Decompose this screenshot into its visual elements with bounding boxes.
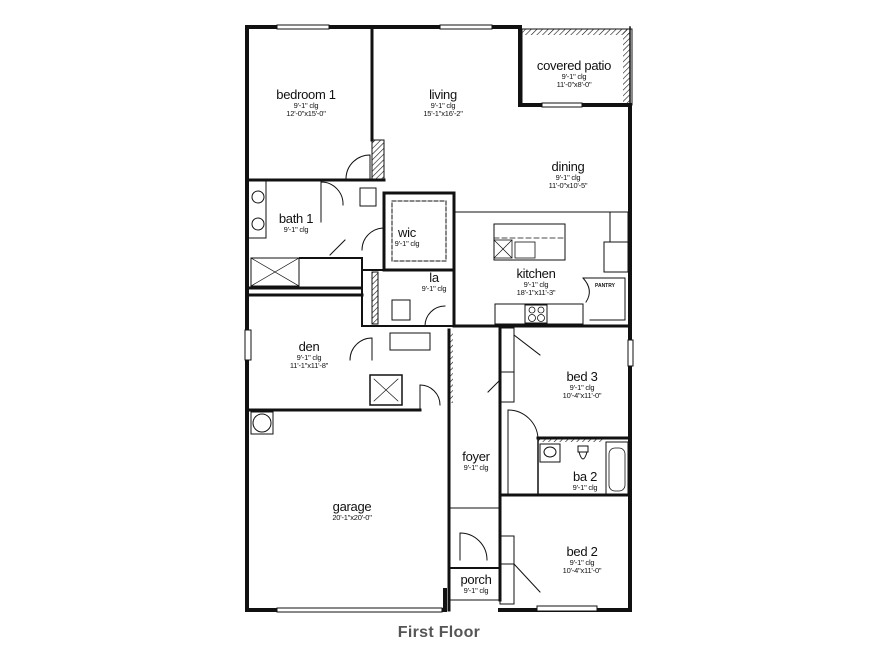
room-ceiling: 9'-1" clg [293,100,319,110]
room-name: dining [551,159,585,174]
room-ba-2: ba 2 9'-1" clg [573,470,598,492]
room-name: foyer [462,449,490,464]
room-ceiling: 9'-1" clg [394,238,420,248]
room-garage: garage 20'-1"x20'-0" [332,499,372,522]
room-bed-3: bed 3 9'-1" clg 10'-4"x11'-0" [563,370,602,399]
room-ceiling: 9'-1" clg [555,172,581,182]
room-name: bedroom 1 [276,87,336,102]
room-ceiling: 9'-1" clg [561,71,587,81]
room-name: la [429,270,439,285]
room-name: ba 2 [572,469,598,484]
floor-caption: First Floor [397,624,481,641]
room-name: porch [460,572,492,587]
room-name: den [298,339,320,354]
room-name: bed 3 [566,369,598,384]
room-ceiling: 9'-1" clg [296,352,322,362]
room-dimensions: 11'-1"x11'-8" [289,360,329,370]
room-name: garage [332,499,372,514]
pantry-label: PANTRY [595,283,615,289]
room-kitchen: kitchen 9'-1" clg 18'-1"x11'-3" [516,267,555,296]
room-dimensions: 15'-1"x16'-2" [423,108,463,118]
room-name: bed 2 [566,544,598,559]
room-laundry: la 9'-1" clg [422,271,447,293]
room-dimensions: 12'-0"x15'-0" [286,108,326,118]
room-wic: wic 9'-1" clg [395,226,420,248]
room-dimensions: 10'-4"x11'-0" [562,565,602,575]
room-ceiling: 9'-1" clg [283,224,309,234]
room-ceiling: 9'-1" clg [421,283,447,293]
room-ceiling: 9'-1" clg [430,100,456,110]
room-dimensions: 10'-4"x11'-0" [562,390,602,400]
room-name: bath 1 [278,211,314,226]
room-name: covered patio [536,58,612,73]
room-dining: dining 9'-1" clg 11'-0"x10'-5" [549,160,588,189]
room-ceiling: 9'-1" clg [523,279,549,289]
room-bed-2: bed 2 9'-1" clg 10'-4"x11'-0" [563,545,602,574]
room-ceiling: 9'-1" clg [463,585,489,595]
room-ceiling: 9'-1" clg [569,382,595,392]
room-dimensions: 20'-1"x20'-0" [332,512,372,522]
room-name: kitchen [516,266,556,281]
room-name: living [429,87,457,102]
room-name: wic [398,225,416,240]
room-bath-1: bath 1 9'-1" clg [278,211,314,234]
room-dimensions: 18'-1"x11'-3" [516,287,556,297]
room-ceiling: 9'-1" clg [572,482,598,492]
room-dimensions: 11'-0"x10'-5" [548,180,588,190]
room-covered-patio: covered patio 9'-1" clg 11'-0"x8'-0" [537,59,611,88]
room-porch: porch 9'-1" clg [460,573,491,595]
room-den: den 9'-1" clg 11'-1"x11'-8" [290,340,328,369]
room-dimensions: 11'-0"x8'-0" [556,79,592,89]
room-bedroom-1: bedroom 1 9'-1" clg 12'-0"x15'-0" [276,87,336,118]
room-ceiling: 9'-1" clg [569,557,595,567]
room-foyer: foyer 9'-1" clg [462,449,490,472]
room-living: living 9'-1" clg 15'-1"x16'-2" [423,87,463,118]
room-ceiling: 9'-1" clg [463,462,489,472]
